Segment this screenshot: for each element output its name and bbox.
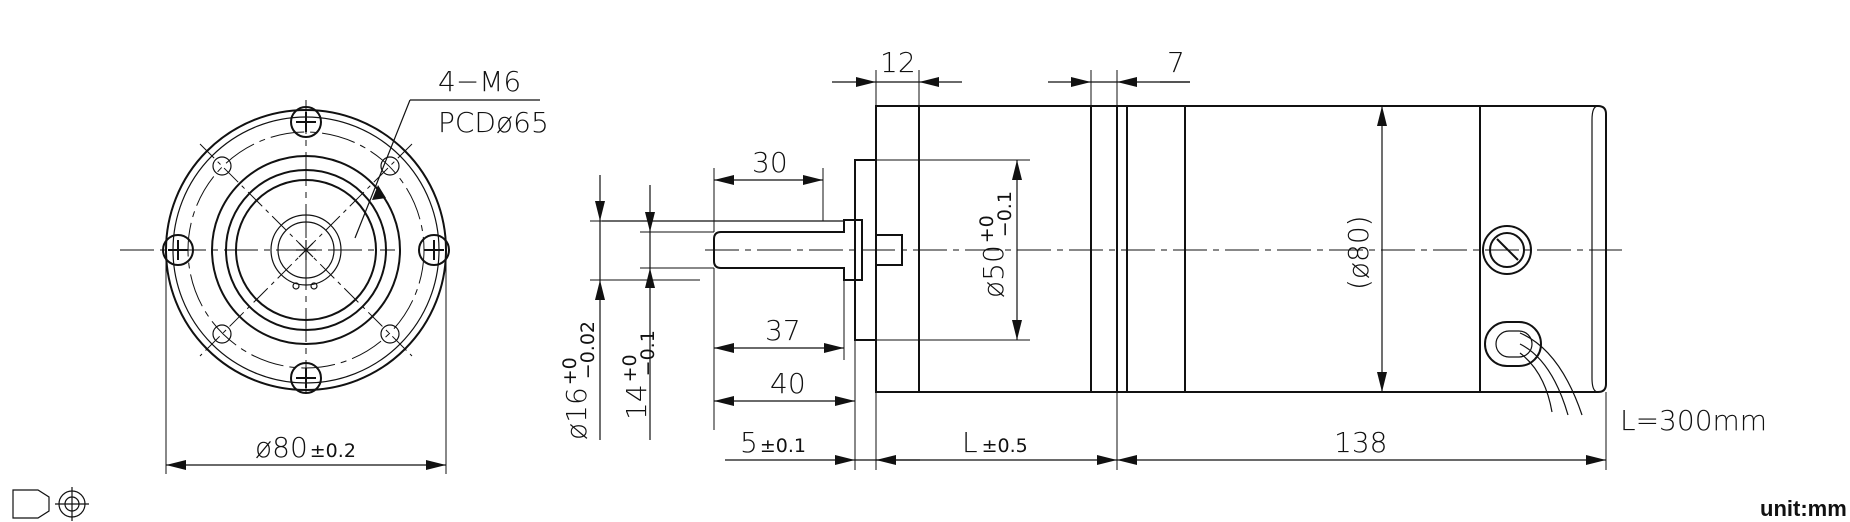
pilot-length-base: 5 <box>740 426 758 459</box>
front-view: 4−M6 PCDø65 ø80±0.2 <box>120 65 549 474</box>
pilot-length-label: 5±0.1 <box>740 426 806 459</box>
shaft-37-label: 37 <box>765 314 801 347</box>
gearbox-length-label: L±0.5 <box>962 426 1028 459</box>
shaft-40-label: 40 <box>770 367 806 400</box>
front-diameter-base: ø80 <box>255 431 308 464</box>
body-diameter-label: (ø80) <box>1342 215 1375 290</box>
motor-length-label: 138 <box>1334 426 1387 459</box>
pilot-length-tol: ±0.1 <box>760 435 806 457</box>
shaft-diameter-label: ø16+0−0.02 <box>559 321 599 440</box>
shaft-diameter-tol-dn: −0.02 <box>577 321 599 379</box>
flat-width-tol-dn: −0.1 <box>637 330 659 376</box>
pilot-diameter-tol-dn: −0.1 <box>994 191 1016 237</box>
pcd-label: PCDø65 <box>438 106 549 139</box>
gap-length-label: 7 <box>1167 46 1185 79</box>
flat-width-label: 14+0−0.1 <box>619 330 659 420</box>
cable-length-label: L=300mm <box>1620 404 1767 437</box>
flat-width-tol-up: +0 <box>619 354 641 382</box>
unit-label: unit:mm <box>1760 496 1847 521</box>
front-diameter-label: ø80±0.2 <box>255 431 356 464</box>
flange-length-label: 12 <box>880 46 916 79</box>
side-view: 12 7 30 37 40 5±0.1 <box>559 46 1767 470</box>
shaft-diameter-tol-up: +0 <box>559 357 581 385</box>
flat-width-base: 14 <box>620 384 653 420</box>
hole-spec-label: 4−M6 <box>438 65 521 98</box>
shaft-30-label: 30 <box>752 146 788 179</box>
front-diameter-tol: ±0.2 <box>310 440 356 462</box>
gearbox-length-base: L <box>962 426 978 459</box>
gearbox-length-tol: ±0.5 <box>982 435 1028 457</box>
pilot-diameter-tol-up: +0 <box>976 215 998 243</box>
projection-symbol <box>12 487 89 521</box>
shaft-diameter-base: ø16 <box>560 387 593 440</box>
pilot-diameter-base: ø50 <box>977 245 1010 298</box>
pilot-diameter-label: ø50+0−0.1 <box>976 191 1016 298</box>
